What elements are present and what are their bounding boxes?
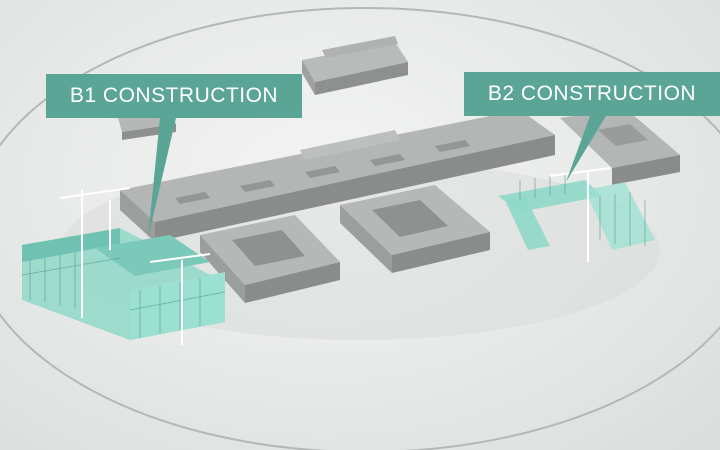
existing-building-northeast (560, 108, 680, 185)
b2-construction-zone (498, 167, 655, 262)
b2-callout-pointer (566, 116, 606, 182)
b1-construction-label: B1 CONSTRUCTION (46, 74, 302, 118)
b2-construction-label: B2 CONSTRUCTION (464, 72, 720, 116)
existing-building-north (302, 36, 408, 95)
b2-cranes (549, 167, 611, 262)
existing-building-long-bar (120, 110, 555, 242)
b1-cranes (59, 187, 211, 345)
existing-courtyard-building-b (340, 185, 490, 273)
existing-courtyard-building-a (200, 215, 340, 303)
site-boundary-ellipse (0, 7, 720, 450)
b1-callout-pointer (148, 118, 176, 238)
b1-construction-zone (21, 187, 226, 345)
